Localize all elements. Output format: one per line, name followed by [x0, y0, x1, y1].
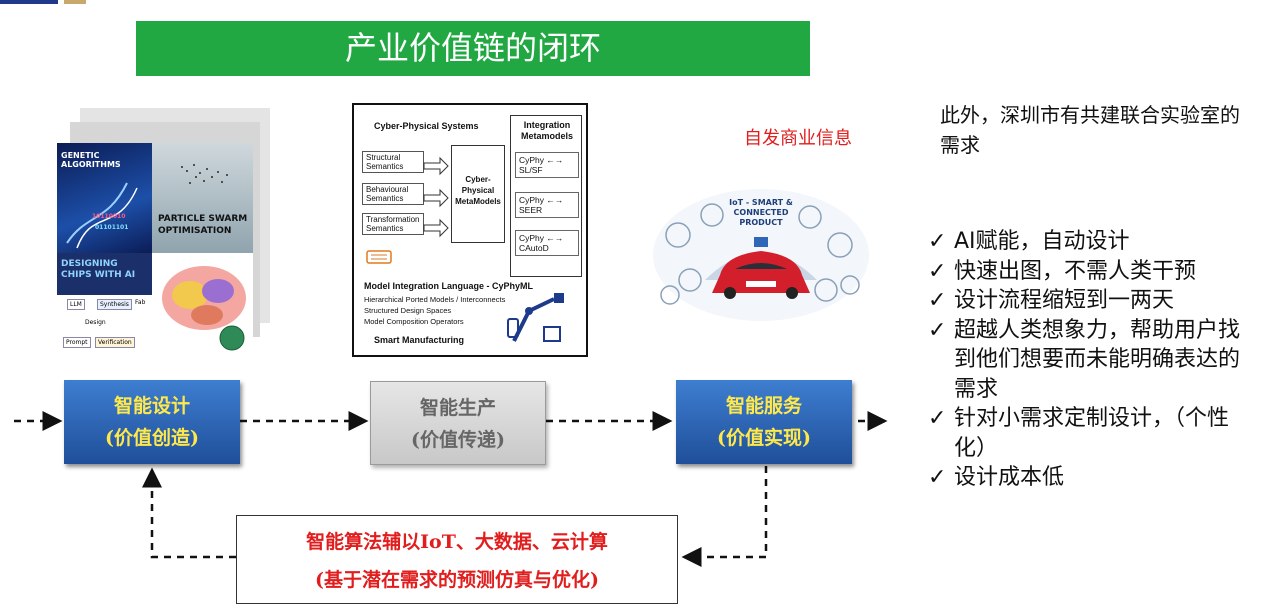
smart-service-sub: (价值实现) — [717, 427, 811, 449]
brain-icon — [162, 266, 246, 351]
checklist-item: ✓ 设计流程缩短到一两天 — [928, 286, 1258, 316]
semantics-box-transformation: Transformation Semantics — [362, 213, 424, 235]
lab-demand-note: 此外，深圳市有共建联合实验室的需求 — [940, 103, 1240, 157]
header-accent-bar-gold — [64, 0, 86, 4]
arrow-service-to-algorithm — [681, 466, 768, 567]
cyphyml-title: Model Integration Language - CyPhyML — [364, 281, 534, 291]
ai-design-flow-diagram: LLM Synthesis Design Prompt Verification… — [57, 295, 152, 355]
designing-chips-label: DESIGNING CHIPS WITH AI — [61, 259, 136, 280]
integration-item-seer: CyPhy ←→ SEER — [515, 192, 579, 218]
smart-service-node: 智能服务 (价值实现) — [676, 380, 852, 464]
genetic-algorithms-label: GENETIC ALGORITHMS — [61, 151, 121, 169]
checklist-item: ✓ 设计成本低 — [928, 463, 1258, 493]
spontaneous-business-info-note: 自发商业信息 — [744, 128, 852, 149]
iot-smart-car-image — [653, 189, 869, 321]
integration-metamodels-box: Integration Metamodels CyPhy ←→ SL/SF Cy… — [510, 115, 582, 277]
genetic-algorithms-tile: GENETIC ALGORITHMS 10110010 01101101 — [57, 143, 152, 253]
cps-heading: Cyber-Physical Systems — [374, 121, 479, 131]
checklist-text: 设计成本低 — [954, 465, 1065, 490]
svg-text:01101101: 01101101 — [95, 224, 128, 231]
ai-design-collage-image: GENETIC ALGORITHMS 10110010 01101101 PAR… — [57, 143, 253, 355]
smart-service-label: 智能服务 — [725, 395, 802, 417]
header-accent-bar — [0, 0, 58, 4]
page-title: 产业价值链的闭环 — [136, 21, 810, 76]
checklist-text: 设计流程缩短到一两天 — [954, 288, 1175, 313]
iot-product-label: IoT - SMART & CONNECTED PRODUCT — [729, 198, 793, 227]
flow-node-prompt: Prompt — [63, 337, 91, 348]
algorithm-sub: (基于潜在需求的预测仿真与优化) — [315, 569, 599, 591]
flow-node-design: Design — [85, 319, 106, 326]
semantics-arrows-icon — [423, 156, 449, 238]
checklist-text: 超越人类想象力，帮助用户找到他们想要而未能明确表达的需求 — [954, 317, 1241, 402]
cyphyml-item-1: Hierarchical Ported Models / Interconnec… — [364, 295, 506, 304]
check-icon: ✓ — [928, 406, 947, 431]
benefits-checklist: ✓ AI赋能，自动设计 ✓ 快速出图，不需人类干预 ✓ 设计流程缩短到一两天 ✓ 超越人… — [928, 227, 1258, 493]
integration-item-cautod: CyPhy ←→ CAutoD — [515, 230, 579, 256]
semantics-box-behavioural: Behavioural Semantics — [362, 183, 424, 205]
pso-label: PARTICLE SWARM OPTIMISATION — [158, 214, 248, 236]
flow-node-verification: Verification — [95, 337, 135, 348]
smart-algorithm-box: 智能算法辅以IoT、大数据、云计算 (基于潜在需求的预测仿真与优化) — [236, 515, 678, 604]
flow-node-llm: LLM — [67, 299, 85, 310]
cyber-physical-metamodels-box: Cyber-Physical MetaModels — [451, 145, 505, 243]
arrow-algorithm-to-design — [142, 467, 236, 559]
check-icon: ✓ — [928, 465, 947, 490]
swarm-icon — [181, 164, 228, 184]
checklist-text: 针对小需求定制设计，（个性化） — [954, 406, 1230, 461]
smart-design-label: 智能设计 — [113, 395, 190, 417]
cyber-physical-systems-image: Cyber-Physical Systems Structural Semant… — [352, 103, 588, 357]
cyphyml-item-3: Model Composition Operators — [364, 317, 464, 326]
smart-production-sub: (价值传递) — [411, 429, 505, 451]
designing-chips-tile: DESIGNING CHIPS WITH AI — [57, 253, 152, 295]
integration-item-sl-sf: CyPhy ←→ SL/SF — [515, 152, 579, 178]
cyphyml-item-2: Structured Design Spaces — [364, 306, 452, 315]
flow-node-fab: Fab — [135, 299, 146, 306]
check-icon: ✓ — [928, 317, 947, 343]
check-icon: ✓ — [928, 229, 947, 254]
checklist-item: ✓ 超越人类想象力，帮助用户找到他们想要而未能明确表达的需求 — [928, 316, 1258, 405]
smart-manufacturing-label: Smart Manufacturing — [374, 335, 465, 345]
smart-design-node: 智能设计 (价值创造) — [64, 380, 240, 464]
checklist-text: AI赋能，自动设计 — [954, 229, 1130, 254]
smart-design-sub: (价值创造) — [105, 427, 199, 449]
brain-illustration — [152, 253, 253, 355]
integration-heading: Integration Metamodels — [520, 120, 573, 141]
flow-node-synthesis: Synthesis — [97, 299, 132, 310]
keyboard-icon — [366, 250, 392, 264]
particle-swarm-tile: PARTICLE SWARM OPTIMISATION — [152, 143, 253, 253]
checklist-item: ✓ AI赋能，自动设计 — [928, 227, 1258, 257]
smart-production-label: 智能生产 — [419, 397, 496, 419]
smart-production-node: 智能生产 (价值传递) — [370, 381, 546, 465]
semantics-box-structural: Structural Semantics — [362, 151, 424, 173]
check-icon: ✓ — [928, 288, 947, 313]
checklist-item: ✓ 针对小需求定制设计，（个性化） — [928, 404, 1258, 463]
robot-arm-icon — [507, 293, 564, 342]
checklist-item: ✓ 快速出图，不需人类干预 — [928, 257, 1258, 287]
algorithm-label: 智能算法辅以IoT、大数据、云计算 — [306, 531, 608, 553]
check-icon: ✓ — [928, 258, 947, 284]
dna-helix-icon: 10110010 01101101 — [66, 182, 138, 249]
svg-text:10110010: 10110010 — [92, 213, 125, 220]
checklist-text: 快速出图，不需人类干预 — [954, 258, 1197, 284]
